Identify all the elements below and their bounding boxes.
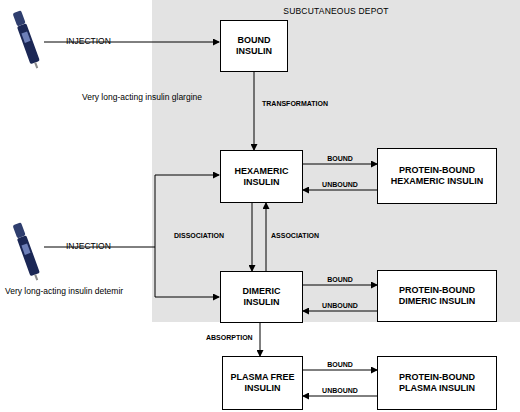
- insulin-name: Very long-acting insulin detemir: [5, 286, 123, 296]
- injection-label: INJECTION: [66, 36, 111, 46]
- process-box: PROTEIN-BOUND HEXAMERIC INSULIN: [377, 148, 497, 204]
- edge-label: ASSOCIATION: [271, 232, 319, 239]
- flow-arrow: [303, 190, 377, 191]
- edge-label: BOUND: [327, 155, 353, 162]
- edge-label: TRANSFORMATION: [262, 100, 328, 107]
- insulin-pen: [12, 10, 42, 70]
- flow-arrow: [303, 285, 377, 286]
- box-text: PLASMA FREE INSULIN: [227, 372, 298, 394]
- flow-arrow: [303, 311, 377, 312]
- flow-arrow: [303, 396, 377, 397]
- edge-label: UNBOUND: [322, 387, 358, 394]
- edge-label: BOUND: [327, 276, 353, 283]
- process-box: DIMERIC INSULIN: [220, 271, 303, 323]
- box-text: PROTEIN-BOUND PLASMA INSULIN: [382, 372, 492, 394]
- injection-line: [155, 175, 156, 297]
- edge-label: UNBOUND: [322, 181, 358, 188]
- edge-label: ABSORPTION: [206, 334, 253, 341]
- box-text: DIMERIC INSULIN: [225, 286, 298, 308]
- process-box: HEXAMERIC INSULIN: [220, 150, 303, 203]
- box-text: BOUND INSULIN: [225, 35, 283, 57]
- process-box: PLASMA FREE INSULIN: [222, 356, 303, 410]
- process-box: PROTEIN-BOUND PLASMA INSULIN: [377, 356, 497, 410]
- box-text: PROTEIN-BOUND HEXAMERIC INSULIN: [382, 165, 492, 187]
- process-box: BOUND INSULIN: [220, 20, 288, 72]
- flow-arrow: [254, 72, 255, 150]
- insulin-name: Very long-acting insulin glargine: [82, 92, 202, 102]
- edge-label: DISSOCIATION: [174, 232, 224, 239]
- region-title: SUBCUTANEOUS DEPOT: [152, 6, 520, 16]
- flow-arrow: [252, 203, 253, 271]
- edge-label: UNBOUND: [322, 302, 358, 309]
- injection-arrow: [155, 297, 219, 298]
- flow-arrow: [260, 323, 261, 356]
- box-text: HEXAMERIC INSULIN: [225, 166, 298, 188]
- flow-arrow: [303, 370, 377, 371]
- injection-label: INJECTION: [66, 241, 111, 251]
- injection-arrow: [155, 175, 219, 176]
- edge-label: BOUND: [327, 361, 353, 368]
- flow-arrow: [303, 164, 377, 165]
- process-box: PROTEIN-BOUND DIMERIC INSULIN: [377, 270, 497, 322]
- insulin-pen: [12, 222, 42, 282]
- box-text: PROTEIN-BOUND DIMERIC INSULIN: [382, 285, 492, 307]
- flow-arrow: [266, 203, 267, 271]
